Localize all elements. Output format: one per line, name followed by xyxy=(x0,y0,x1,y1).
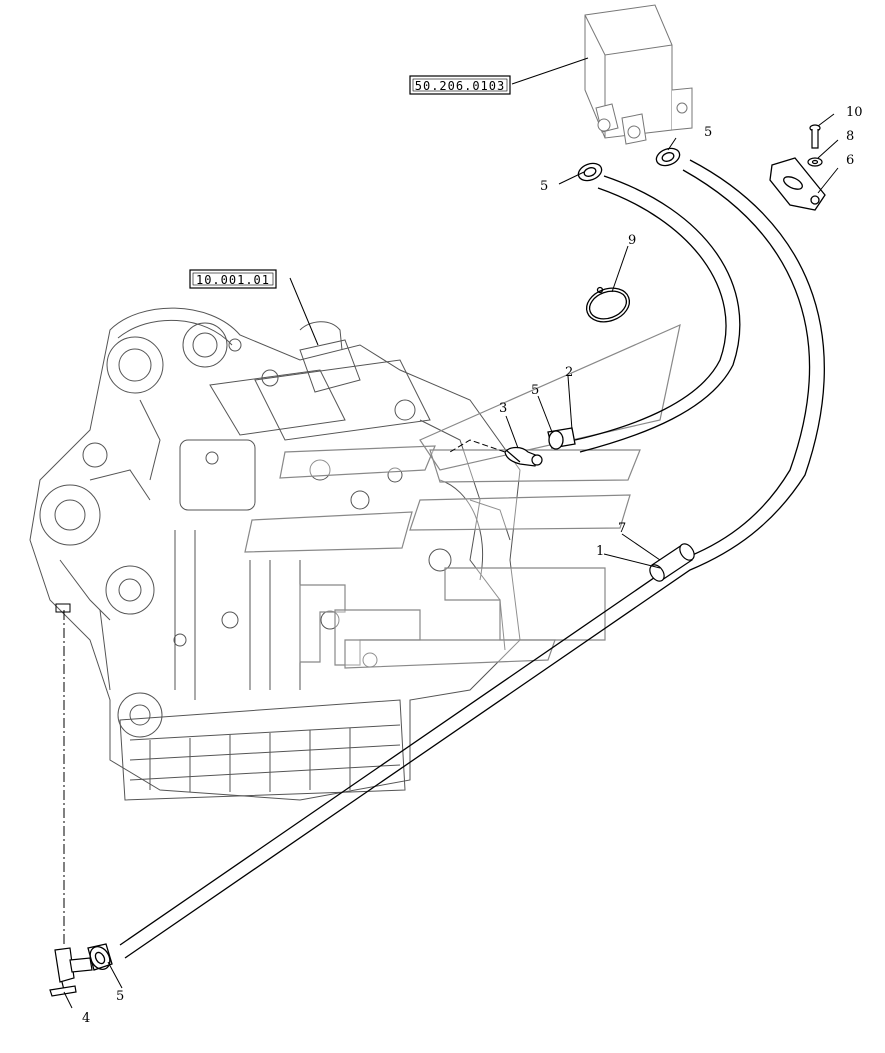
callout-5-bottom[interactable]: 5 xyxy=(116,989,124,1004)
callout-4[interactable]: 4 xyxy=(82,1011,90,1026)
callout-numbers: 1 2 3 4 5 5 5 5 6 7 8 9 10 xyxy=(82,105,863,1026)
hose-long xyxy=(119,159,825,959)
hose-clamp-middle xyxy=(547,427,576,450)
callout-6[interactable]: 6 xyxy=(846,153,854,168)
drain-plug-marker xyxy=(55,603,71,613)
drain-valve xyxy=(49,947,93,997)
callout-7[interactable]: 7 xyxy=(618,521,626,536)
callout-3[interactable]: 3 xyxy=(499,401,507,416)
callout-5-middle[interactable]: 5 xyxy=(531,383,539,398)
bolt xyxy=(809,124,821,149)
control-unit-illustration xyxy=(584,4,693,145)
reference-text-top: 50.206.0103 xyxy=(415,79,505,93)
callout-10[interactable]: 10 xyxy=(846,105,863,120)
reference-label-top[interactable]: 50.206.0103 xyxy=(409,75,511,95)
reference-text-engine: 10.001.01 xyxy=(196,273,270,287)
callout-5-top-right[interactable]: 5 xyxy=(704,125,712,140)
engine-illustration xyxy=(29,307,521,801)
retaining-ring xyxy=(585,286,631,323)
callout-5-top-left[interactable]: 5 xyxy=(540,179,548,194)
callout-2[interactable]: 2 xyxy=(565,365,573,380)
hose-short xyxy=(574,175,741,453)
watermark-logo xyxy=(244,323,681,669)
callout-9[interactable]: 9 xyxy=(628,233,636,248)
callout-1[interactable]: 1 xyxy=(596,544,604,559)
elbow-fitting xyxy=(504,446,543,467)
callout-8[interactable]: 8 xyxy=(846,129,854,144)
leader-lines xyxy=(63,57,839,1009)
fitting-hidden-line xyxy=(449,439,506,453)
reference-label-engine[interactable]: 10.001.01 xyxy=(189,269,277,289)
hose-coupling xyxy=(649,543,695,582)
washer xyxy=(807,157,823,167)
hose-clamp-top-right xyxy=(655,147,681,167)
hose-clamp-bottom xyxy=(87,943,113,971)
mounting-bracket xyxy=(769,157,826,211)
hose-clamp-top-left xyxy=(577,162,603,182)
